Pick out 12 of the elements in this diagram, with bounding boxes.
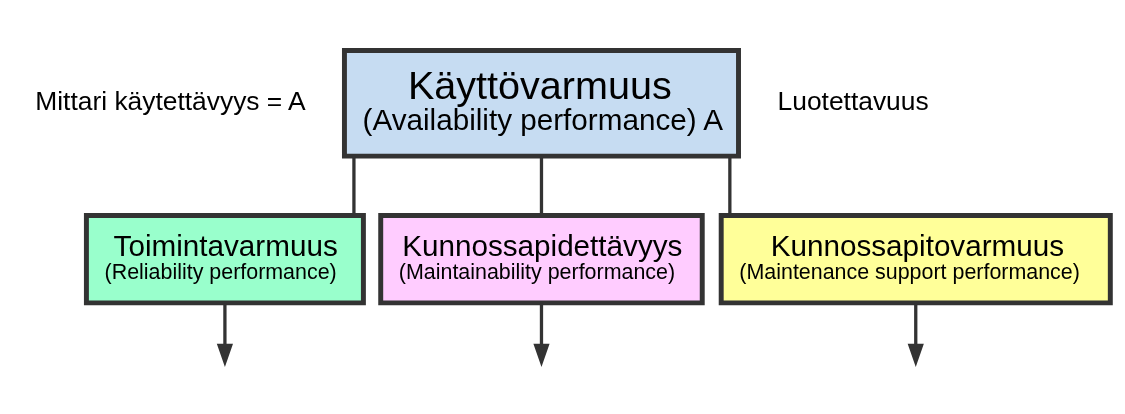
node-box: Käyttövarmuus (Availability performance) A xyxy=(341,48,741,159)
node-box: Toimintavarmuus (Reliability performance) xyxy=(83,213,366,306)
arrow xyxy=(533,303,550,367)
node-box: Kunnossapitovarmuus (Maintenance support performance) xyxy=(718,213,1113,306)
connector xyxy=(728,156,732,215)
connector xyxy=(352,156,356,215)
arrow xyxy=(907,303,924,367)
connector xyxy=(539,156,544,215)
label: Luotettavuus xyxy=(777,85,929,116)
node-box: Kunnossapidettävyys (Maintainability performance) xyxy=(378,213,705,306)
label: Mittari käytettävyys = A xyxy=(35,85,306,116)
arrow xyxy=(216,303,233,367)
